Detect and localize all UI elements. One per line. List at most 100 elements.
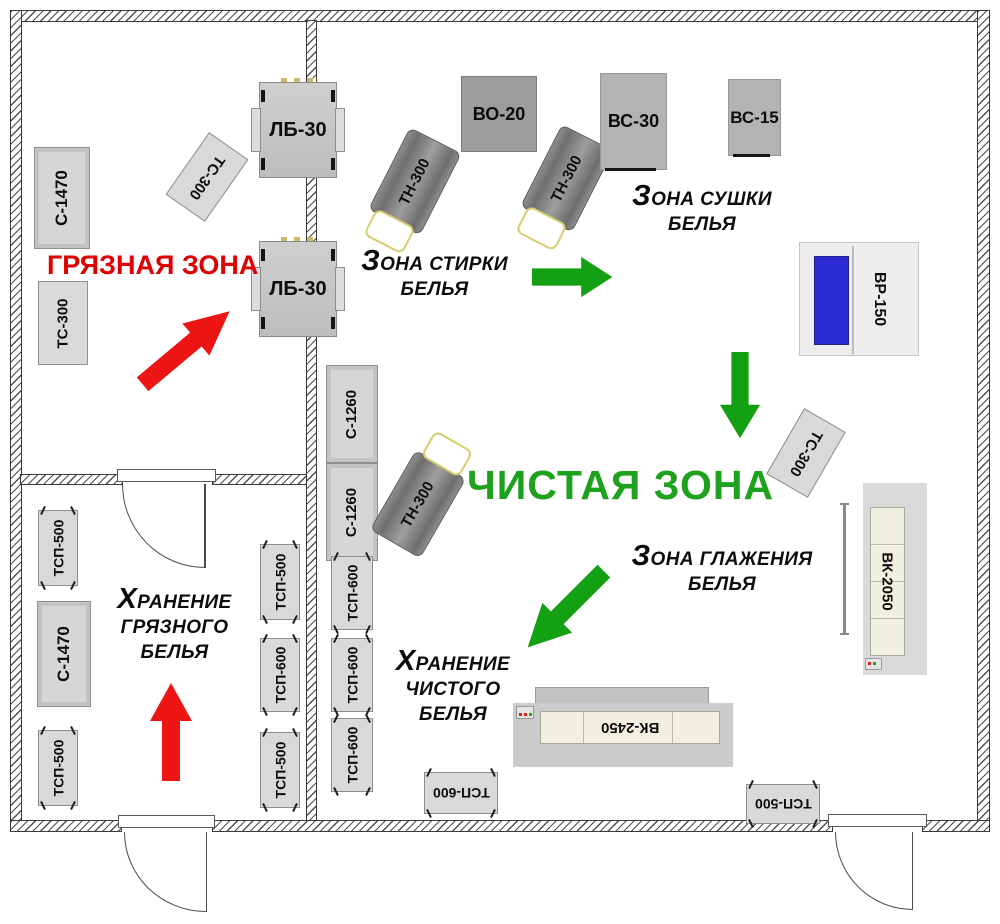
wall-right xyxy=(977,10,990,832)
lb30-handle-left xyxy=(251,267,261,311)
wall-bottom-3 xyxy=(922,820,990,832)
machine-s1260-1: С-1260 xyxy=(326,365,378,463)
lb30-handle-left xyxy=(251,108,261,152)
cart-hook xyxy=(292,540,298,549)
cart-hook xyxy=(426,809,432,818)
wall-bottom-1 xyxy=(10,820,122,832)
cart-hook xyxy=(490,809,496,818)
machine-tsp600-store-r2: ТСП-600 xyxy=(260,634,300,716)
vr150-divider xyxy=(852,246,854,354)
cart-hook xyxy=(365,625,371,634)
lb30-handle-right xyxy=(335,267,345,311)
cart-hook xyxy=(262,634,268,643)
cart-hook xyxy=(490,768,496,777)
door-exit-right-leaf xyxy=(911,832,914,910)
machine-lb30-1: ЛБ-30 xyxy=(251,78,345,178)
cart-hook xyxy=(262,540,268,549)
vk2450-panel: ВК-2450 xyxy=(540,711,720,744)
cart-hook xyxy=(40,581,46,590)
machine-vo20: ВО-20 xyxy=(461,76,537,152)
flow-arrow-dirty-storage xyxy=(150,683,192,781)
door-exit-right-arc xyxy=(835,832,913,910)
machine-tsp600-col-2: ТСП-600 xyxy=(331,634,373,716)
cart-hook xyxy=(365,714,371,723)
machine-tsp500-store-l2: ТСП-500 xyxy=(38,726,78,810)
zone-label-dirty-storage: ХРАНЕНИЕ ГРЯЗНОГО БЕЛЬЯ xyxy=(117,583,232,664)
corner-mark xyxy=(331,249,335,261)
lb30-handle-right xyxy=(335,108,345,152)
machine-ts300-clean-tilted: ТС-300 xyxy=(766,408,846,498)
cart-hook xyxy=(333,634,339,643)
corner-mark xyxy=(331,90,335,102)
wall-top xyxy=(10,10,990,22)
machine-s1470-dirty: С-1470 xyxy=(34,147,90,249)
cart-hook xyxy=(292,803,298,812)
clean-zone-title: ЧИСТАЯ ЗОНА xyxy=(467,462,775,508)
cart-hook xyxy=(292,634,298,643)
machine-s1470-store: С-1470 xyxy=(37,601,91,707)
cart-hook xyxy=(426,768,432,777)
machine-vs15: ВС-15 xyxy=(728,79,781,157)
zone-label-drying: ЗОНА СУШКИ БЕЛЬЯ xyxy=(632,180,772,236)
cart-hook xyxy=(365,787,371,796)
machine-ts300-dirty-tilted: ТС-300 xyxy=(165,132,249,222)
cart-hook xyxy=(262,803,268,812)
machine-tsp500-horizontal: ТСП-500 xyxy=(746,780,820,828)
cart-hook xyxy=(812,780,818,789)
machine-vr150: ВР-150 xyxy=(799,242,919,356)
flow-arrow-iron-to-storage xyxy=(527,564,611,648)
cart-hook xyxy=(70,581,76,590)
door-interior-arc xyxy=(122,484,205,568)
corner-mark xyxy=(261,158,265,170)
cart-hook xyxy=(40,801,46,810)
cart-hook xyxy=(40,506,46,515)
vr150-blue-panel xyxy=(814,256,849,345)
cart-hook xyxy=(40,726,46,735)
zone-label-ironing: ЗОНА ГЛАЖЕНИЯ БЕЛЬЯ xyxy=(631,540,813,596)
cart-hook xyxy=(262,728,268,737)
flow-arrow-dry-to-iron xyxy=(719,352,761,439)
door-exit-left-leaf xyxy=(205,832,208,912)
cart-hook xyxy=(333,787,339,796)
dirty-zone-title: ГРЯЗНАЯ ЗОНА xyxy=(47,250,259,280)
vk2450-control-panel xyxy=(516,706,534,719)
cart-hook xyxy=(333,714,339,723)
cart-hook xyxy=(748,780,754,789)
machine-tn300-wash-1: ТН-300 xyxy=(356,127,462,258)
wall-bottom-2 xyxy=(212,820,833,832)
corner-mark xyxy=(331,317,335,329)
cart-hook xyxy=(70,801,76,810)
vk2050-control-panel xyxy=(865,658,882,670)
door-exit-left-panel xyxy=(118,815,215,828)
machine-tsp600-col-3: ТСП-600 xyxy=(331,714,373,796)
cart-hook xyxy=(333,625,339,634)
machine-tsp600-horizontal: ТСП-600 xyxy=(424,768,498,818)
zone-label-clean-storage: ХРАНЕНИЕ ЧИСТОГО БЕЛЬЯ xyxy=(395,645,511,726)
machine-ts300-dirty-vertical: ТС-300 xyxy=(38,281,88,365)
cart-hook xyxy=(262,615,268,624)
machine-tsp600-col-1: ТСП-600 xyxy=(331,552,373,634)
wall-divider-horizontal-left xyxy=(20,474,123,485)
door-interior-leaf xyxy=(204,484,206,568)
zone-label-washing: ЗОНА СТИРКИ БЕЛЬЯ xyxy=(361,245,508,301)
cart-hook xyxy=(262,707,268,716)
cart-hook xyxy=(292,615,298,624)
door-exit-right-panel xyxy=(828,814,927,827)
machine-s1260-2: С-1260 xyxy=(326,463,378,561)
flow-arrow-wash-to-dry xyxy=(532,256,613,298)
machine-vs30: ВС-30 xyxy=(600,73,667,171)
corner-mark xyxy=(261,317,265,329)
machine-lb30-2: ЛБ-30 xyxy=(251,237,345,337)
corner-mark xyxy=(331,158,335,170)
vk2050-rail xyxy=(840,503,849,635)
machine-tsp500-store-r3: ТСП-500 xyxy=(260,728,300,812)
machine-vk2050: ВК-2050 xyxy=(840,483,927,675)
cart-hook xyxy=(292,728,298,737)
door-exit-left-arc xyxy=(124,832,206,912)
machine-tsp500-store-l1: ТСП-500 xyxy=(38,506,78,590)
cart-hook xyxy=(365,634,371,643)
corner-mark xyxy=(261,90,265,102)
door-interior-panel xyxy=(117,469,216,482)
machine-tsp500-store-r1: ТСП-500 xyxy=(260,540,300,624)
